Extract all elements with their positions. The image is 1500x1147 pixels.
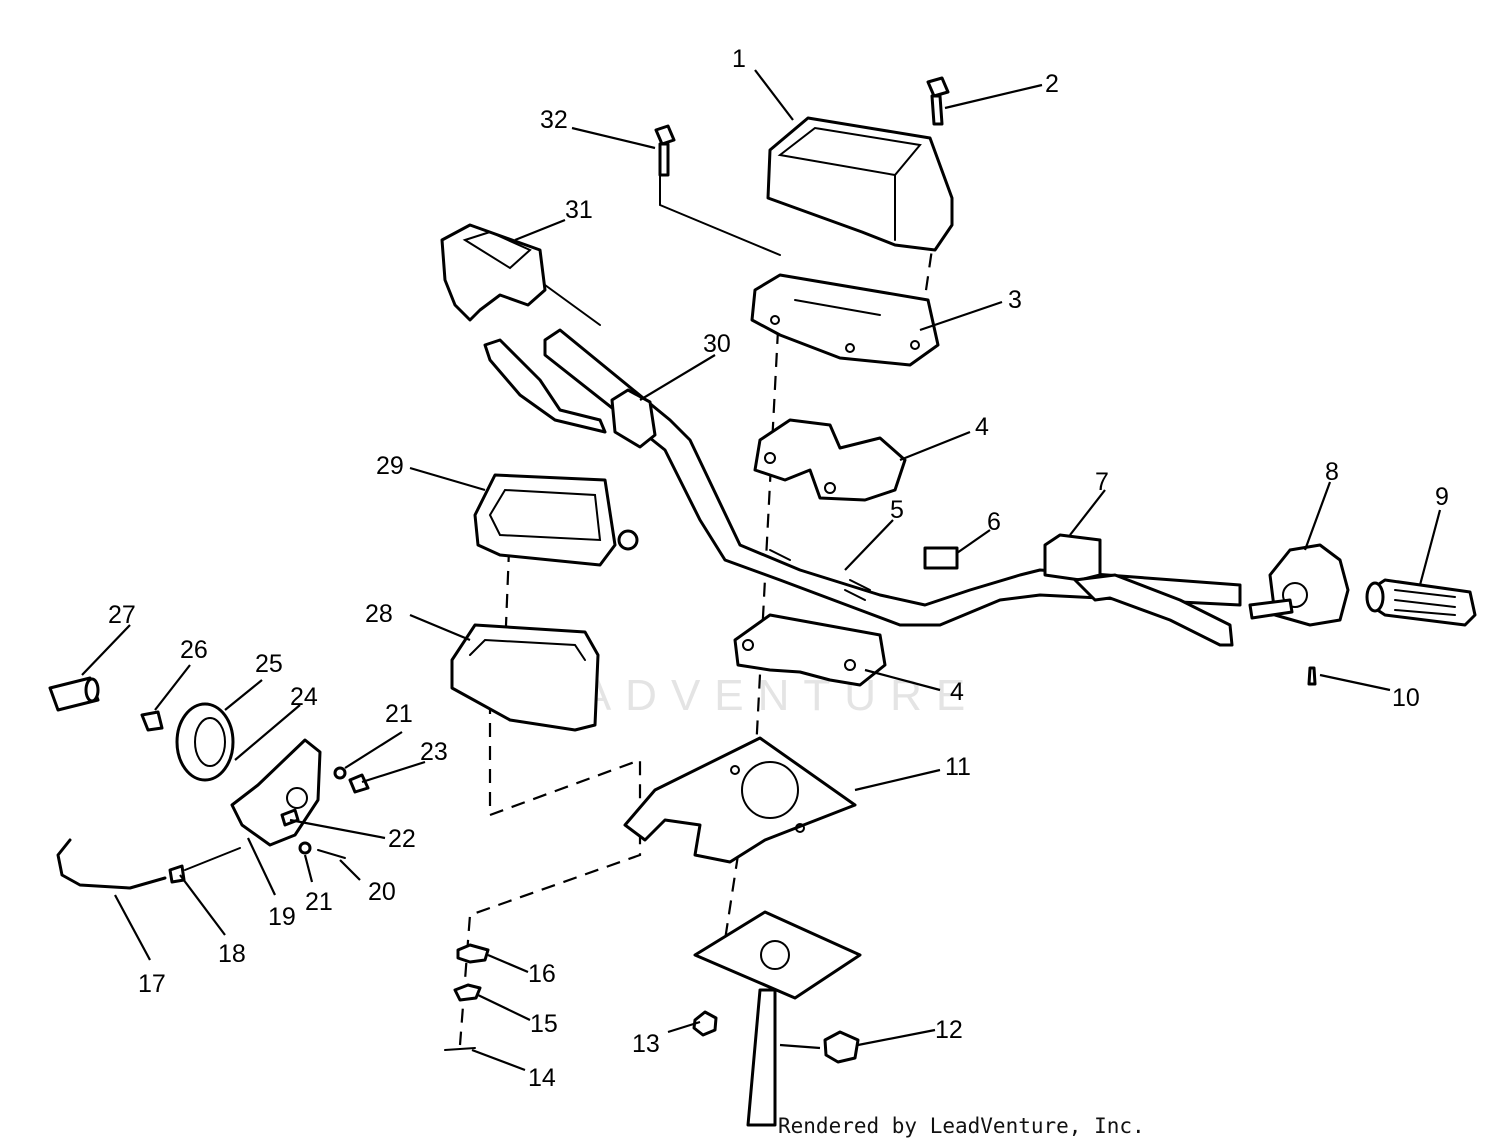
callout-9: 9 — [1435, 483, 1449, 511]
callout-23: 23 — [420, 738, 448, 766]
callout-19: 19 — [268, 903, 296, 931]
callout-22: 22 — [388, 825, 416, 853]
screw-10 — [1307, 666, 1317, 686]
clutch-perch — [483, 338, 657, 449]
speedometer — [473, 473, 639, 567]
throttle-housing — [1248, 543, 1350, 627]
brake-lever — [1043, 533, 1234, 647]
callout-4a: 4 — [975, 413, 989, 441]
callout-20: 20 — [368, 878, 396, 906]
seal-ring — [175, 702, 235, 782]
callout-28: 28 — [365, 600, 393, 628]
callout-5: 5 — [890, 496, 904, 524]
small-hardware — [444, 943, 490, 1051]
cable-clamp — [823, 1030, 860, 1064]
clamp-plate — [750, 273, 940, 367]
callout-10: 10 — [1392, 684, 1420, 712]
footer-credit: Rendered by LeadVenture, Inc. — [778, 1114, 1145, 1138]
callout-30: 30 — [703, 330, 731, 358]
callout-17: 17 — [138, 970, 166, 998]
callout-21b: 21 — [305, 888, 333, 916]
handle-grip — [1365, 578, 1477, 627]
master-cylinder — [440, 223, 601, 326]
callout-27: 27 — [108, 601, 136, 629]
fitting-26 — [140, 710, 164, 732]
callout-15: 15 — [530, 1010, 558, 1038]
gauge-hardware — [168, 738, 370, 884]
decal — [923, 546, 959, 570]
callout-8: 8 — [1325, 458, 1339, 486]
callout-labels: 1 2 3 4 4 5 6 7 8 9 10 11 12 13 14 15 16… — [108, 45, 1449, 1092]
callout-2: 2 — [1045, 70, 1059, 98]
callout-18: 18 — [218, 940, 246, 968]
handlebar-pad — [766, 116, 954, 252]
callout-6: 6 — [987, 508, 1001, 536]
bolt-32 — [654, 124, 676, 177]
callout-12: 12 — [935, 1016, 963, 1044]
callout-26: 26 — [180, 636, 208, 664]
leader-lines — [81, 69, 1442, 1072]
mount-plate — [623, 736, 857, 864]
callout-31: 31 — [565, 196, 593, 224]
callout-14: 14 — [528, 1064, 556, 1092]
upper-clamp — [753, 418, 907, 502]
callout-29: 29 — [376, 452, 404, 480]
callout-11: 11 — [945, 753, 971, 781]
speedo-cable — [56, 838, 167, 890]
gauge-bezel — [450, 623, 600, 732]
steering-post-plate — [693, 910, 862, 1127]
callout-3: 3 — [1008, 286, 1022, 314]
callout-13: 13 — [632, 1030, 660, 1058]
callout-32: 32 — [540, 106, 568, 134]
callout-21a: 21 — [385, 700, 413, 728]
bushing — [48, 676, 100, 712]
callout-24: 24 — [290, 683, 318, 711]
callout-1: 1 — [732, 45, 746, 73]
bolt-2 — [926, 76, 950, 126]
nut-13 — [692, 1010, 718, 1037]
lower-clamp — [733, 613, 887, 687]
callout-16: 16 — [528, 960, 556, 988]
callout-4b: 4 — [950, 678, 964, 706]
callout-7: 7 — [1095, 468, 1109, 496]
callout-25: 25 — [255, 650, 283, 678]
